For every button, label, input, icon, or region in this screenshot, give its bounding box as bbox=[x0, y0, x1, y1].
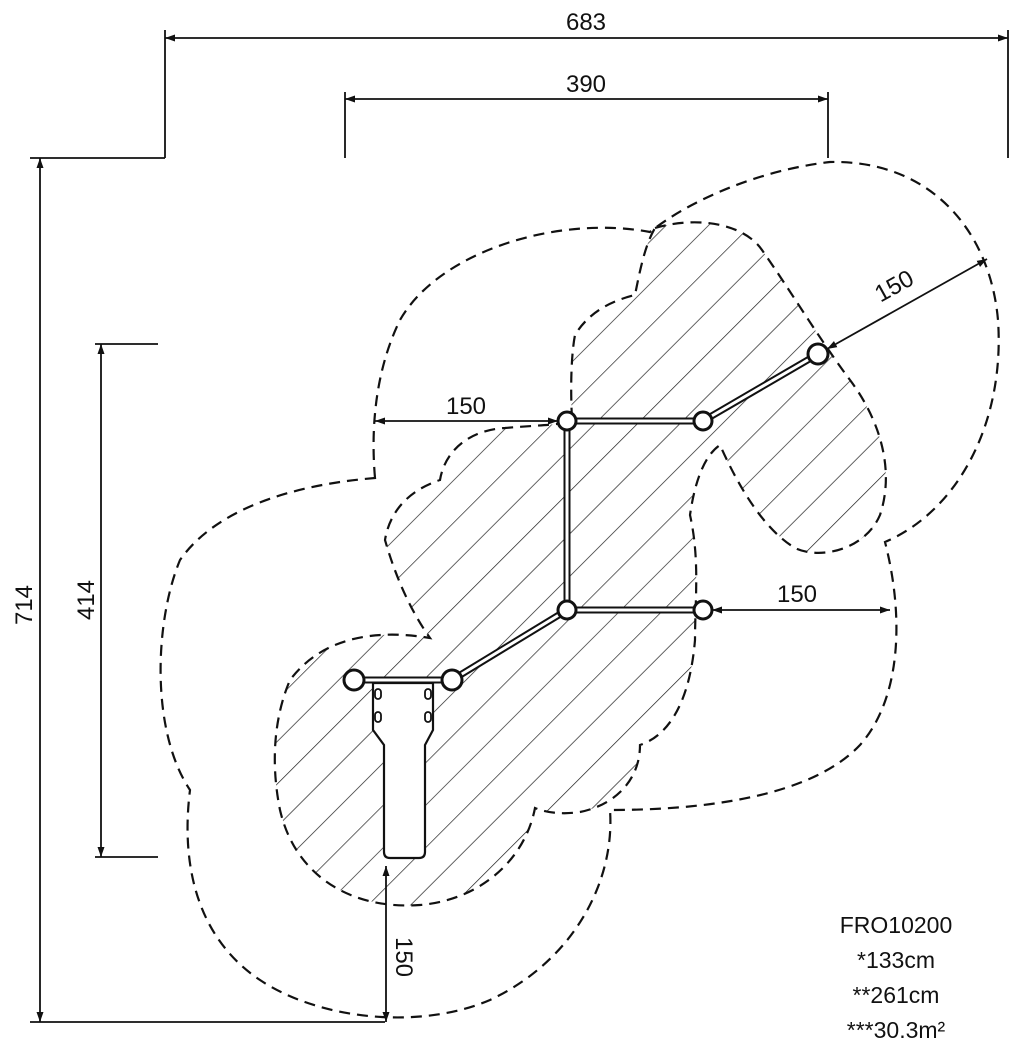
post bbox=[806, 342, 830, 366]
product-code: FRO10200 bbox=[839, 912, 953, 938]
product-dimension-1: *133cm bbox=[857, 947, 935, 973]
dimension-lines bbox=[36, 34, 1008, 1022]
free-fall-zone bbox=[273, 221, 887, 907]
label-clearance-right: 150 bbox=[777, 581, 817, 608]
post bbox=[440, 668, 464, 692]
product-area: ***30.3m² bbox=[846, 1017, 946, 1043]
dim-clearance-top-right bbox=[826, 258, 988, 350]
post bbox=[556, 410, 578, 432]
label-overall-height: 714 bbox=[11, 585, 38, 625]
posts bbox=[342, 342, 830, 692]
product-info: FRO10200 *133cm **261cm ***30.3m² bbox=[806, 908, 986, 1048]
label-clearance-bottom: 150 bbox=[390, 937, 417, 977]
label-inner-height: 414 bbox=[73, 580, 100, 620]
post bbox=[556, 599, 578, 621]
label-overall-width: 683 bbox=[566, 9, 606, 36]
post bbox=[342, 668, 366, 692]
label-clearance-top-left: 150 bbox=[446, 393, 486, 420]
equipment-frame bbox=[354, 350, 820, 684]
label-inner-width: 390 bbox=[566, 71, 606, 98]
post bbox=[692, 599, 714, 621]
post bbox=[692, 410, 714, 432]
safety-zone-outline bbox=[159, 160, 1000, 1019]
slide-plate bbox=[371, 681, 435, 860]
product-dimension-2: **261cm bbox=[852, 982, 940, 1008]
extension-lines bbox=[30, 30, 1009, 1023]
